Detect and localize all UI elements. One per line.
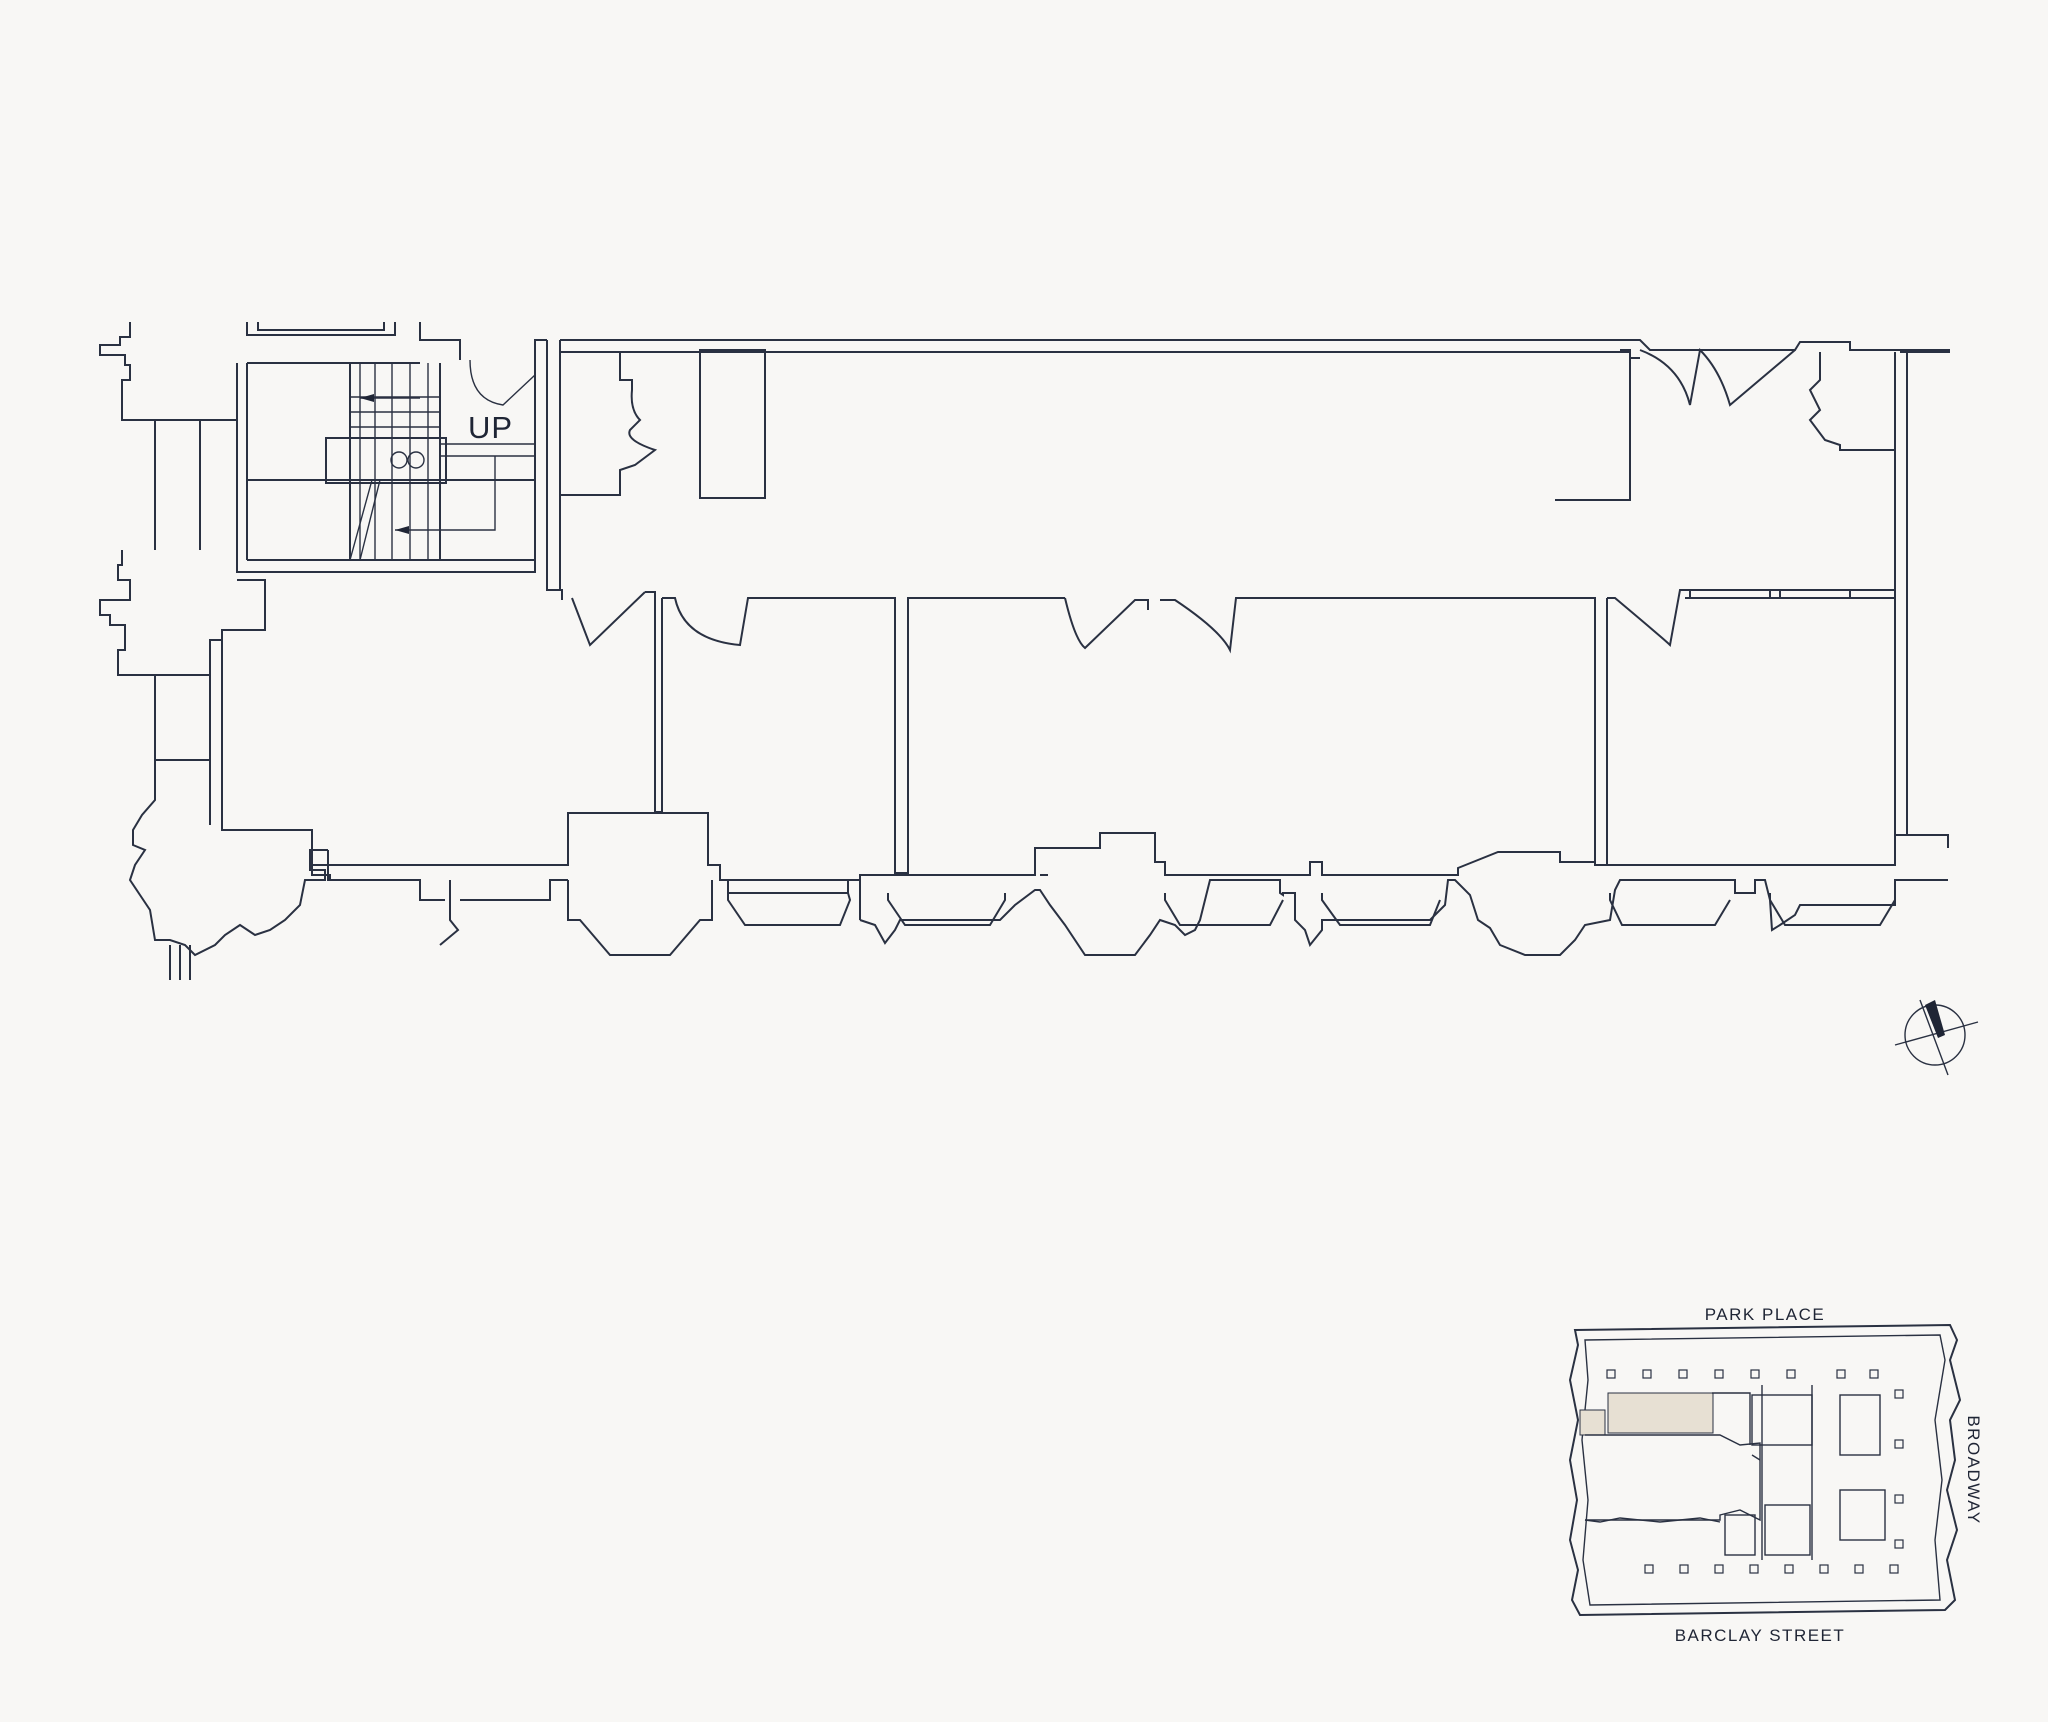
left-exterior-wall (99, 322, 720, 980)
street-label-north: PARK PLACE (1705, 1305, 1826, 1324)
key-plan-highlighted-suite (1607, 1392, 1714, 1434)
south-facade-bays (311, 832, 1948, 956)
street-label-south: BARCLAY STREET (1675, 1626, 1846, 1645)
main-floor-plan: UP (99, 322, 1979, 1076)
stair-core: UP (236, 322, 547, 573)
stair-up-label: UP (468, 410, 513, 445)
corridor-walls (546, 339, 1950, 848)
key-plan: PARK PLACE BARCLAY STREET BROADWAY (1568, 1305, 1983, 1645)
room-partitions (552, 347, 1895, 874)
north-arrow-icon (1894, 999, 1979, 1076)
street-label-east: BROADWAY (1964, 1415, 1983, 1524)
